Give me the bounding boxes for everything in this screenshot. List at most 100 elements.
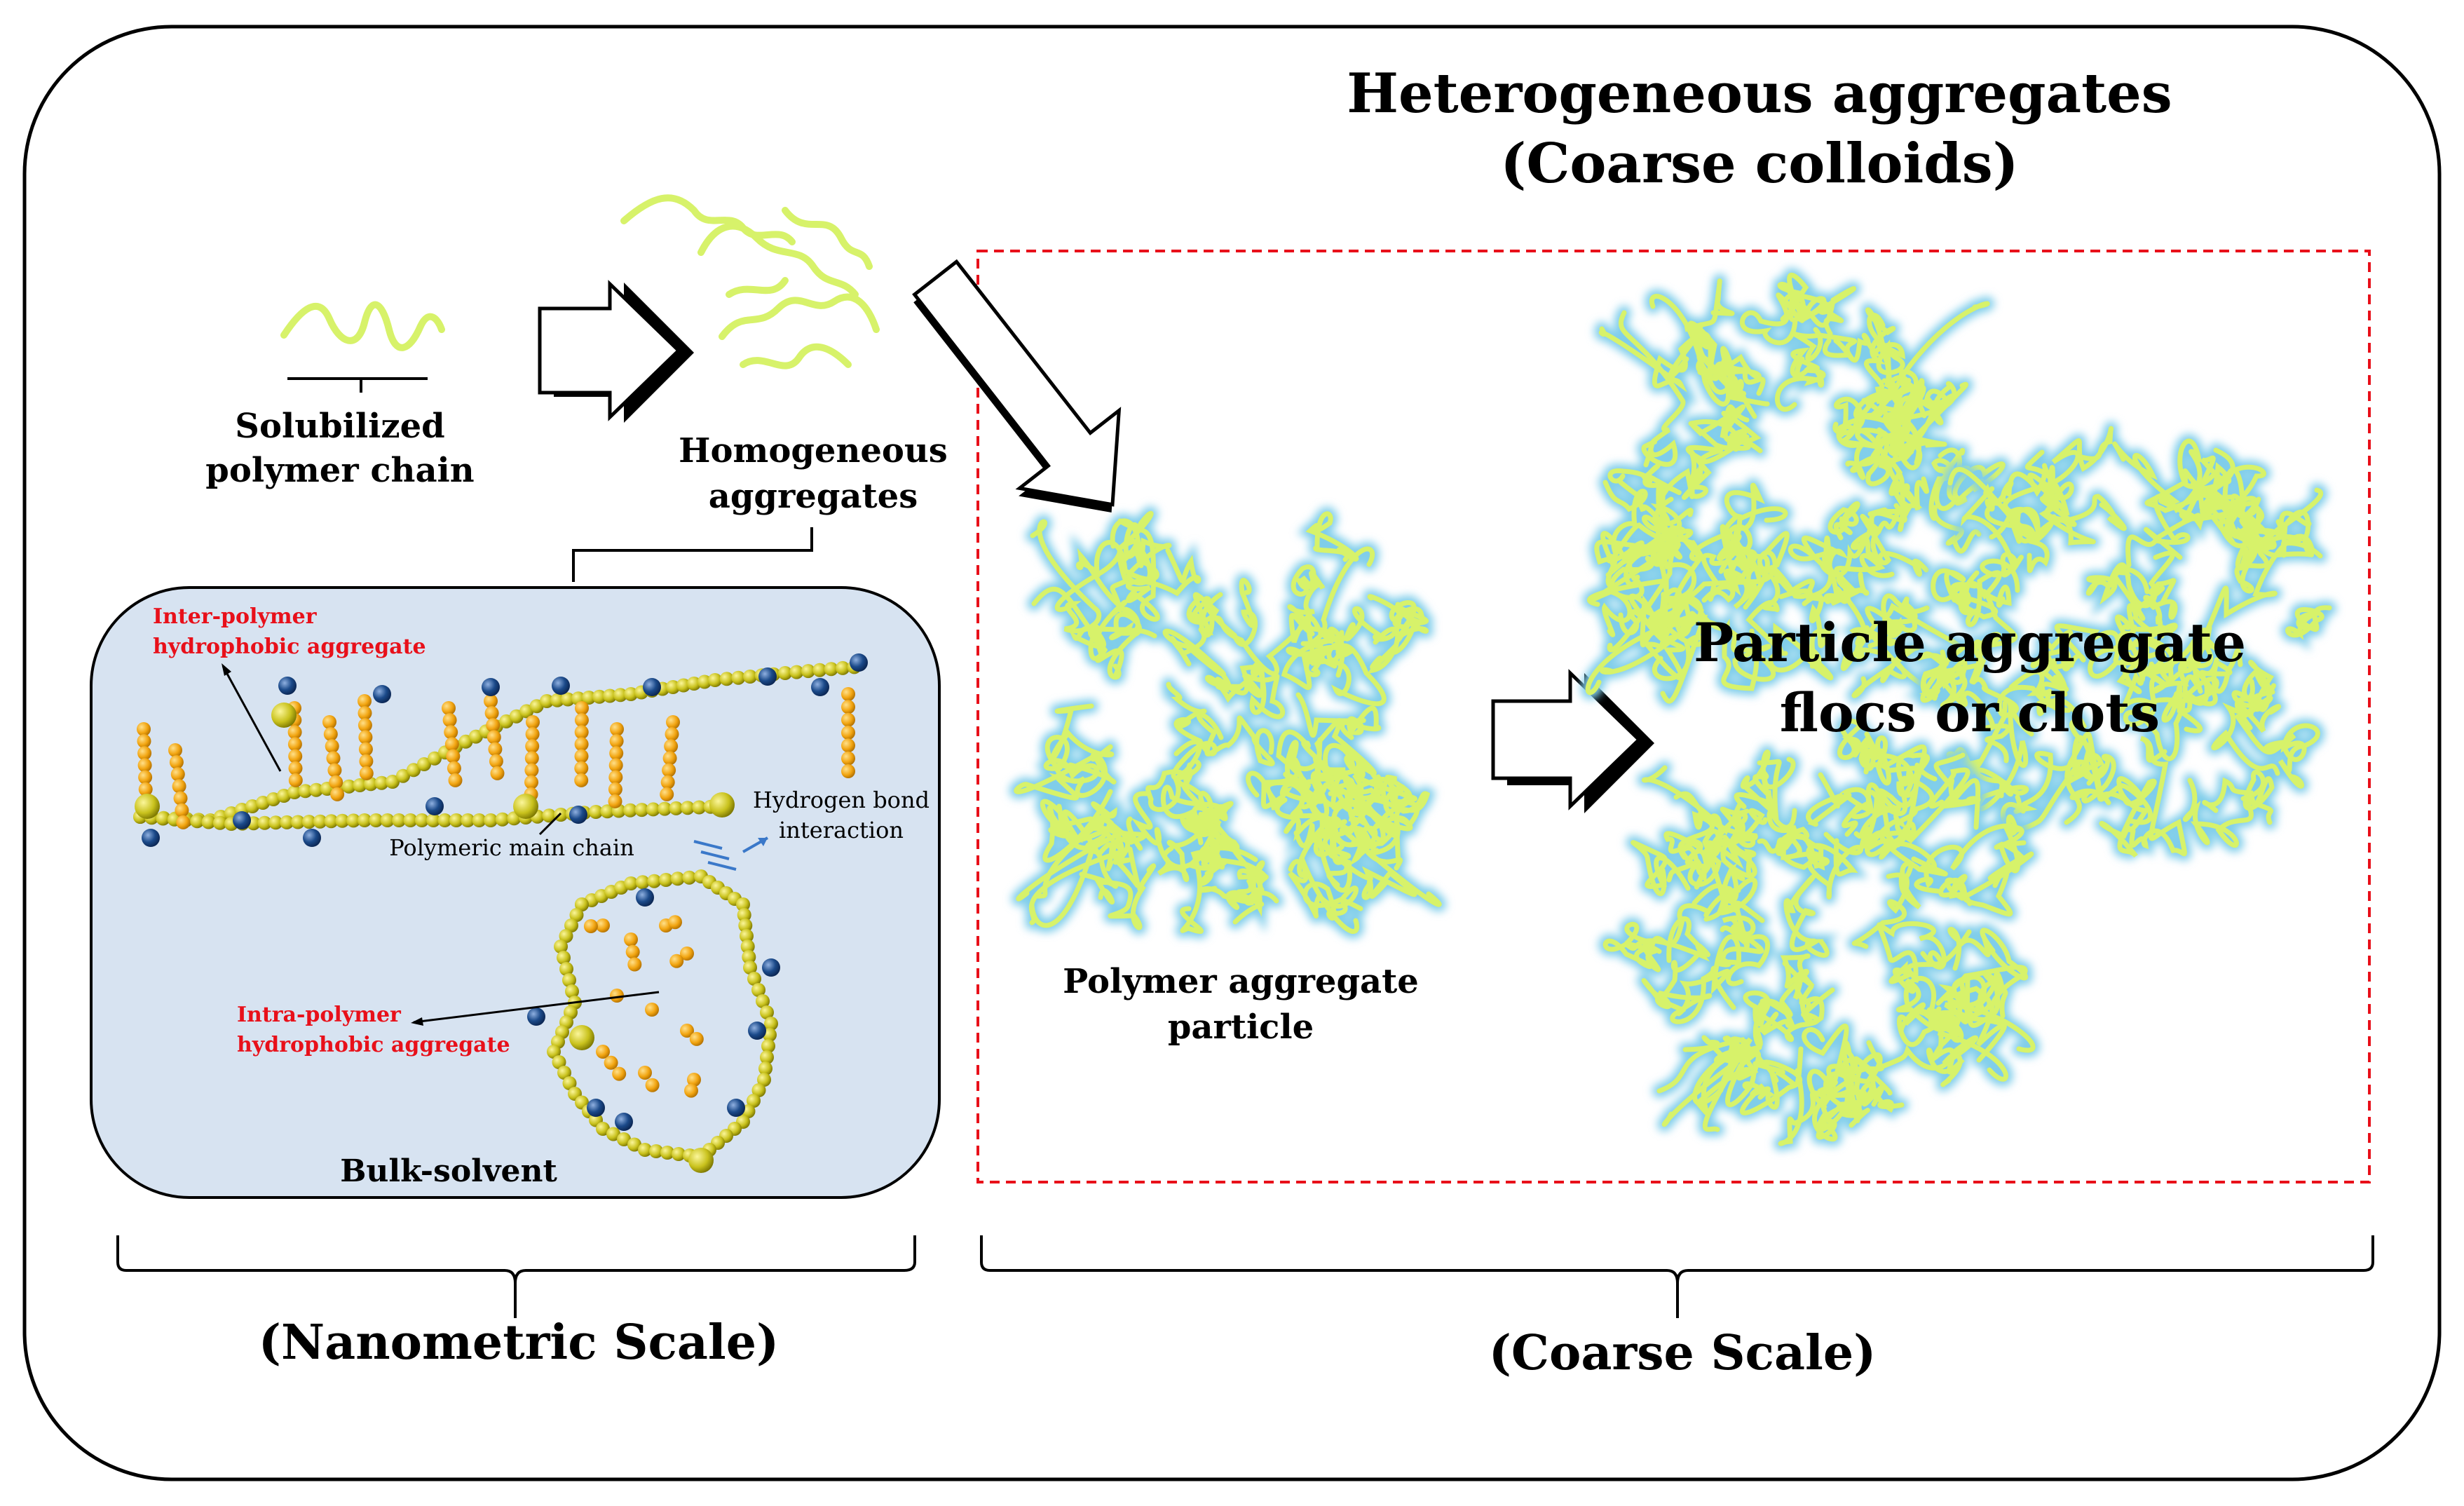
aggregate-bead <box>687 1073 701 1087</box>
main-chain-bead <box>660 1146 674 1160</box>
solubilized-chain <box>280 301 445 351</box>
aggregate-bead <box>624 932 638 947</box>
hydrophilic-bead <box>142 829 160 847</box>
main-chain-bead <box>801 664 815 679</box>
main-chain-bead <box>513 794 538 819</box>
aggregate-bead <box>668 915 682 930</box>
main-chain-bead <box>763 1028 777 1042</box>
intra-polymer-label-1: Intra-polymer <box>237 1003 401 1027</box>
main-chain-bead <box>670 871 685 886</box>
aggregate-bead <box>645 1078 660 1092</box>
aggregate-bead <box>447 761 461 775</box>
aggregate-bead <box>841 764 855 778</box>
aggregate-bead <box>669 954 684 968</box>
aggregate-bead <box>609 746 624 761</box>
main-chain-bead <box>341 779 356 794</box>
hydrophilic-bead <box>850 653 868 672</box>
aggregate-bead <box>610 722 624 736</box>
particle-label-2: particle <box>1167 1008 1314 1047</box>
hydrophilic-bead <box>615 1113 633 1131</box>
main-chain-bead <box>287 785 301 799</box>
floc-top-chains <box>1585 272 2006 704</box>
aggregate-bead <box>327 763 342 778</box>
aggregate-bead <box>524 751 539 766</box>
floc-bottom-chains <box>1602 718 2036 1146</box>
aggregate-bead <box>137 722 151 736</box>
main-chain-bead <box>708 673 722 687</box>
hydrophilic-bead <box>758 667 777 686</box>
main-chain-bead <box>414 813 429 827</box>
aggregate-bead <box>680 1024 694 1038</box>
hydrophilic-bead <box>482 678 500 696</box>
main-chain-bead <box>606 1127 620 1141</box>
main-chain-bead <box>569 1025 594 1050</box>
main-chain-bead <box>659 873 673 887</box>
main-chain-bead <box>688 1148 714 1173</box>
main-chain-bead <box>550 693 564 707</box>
aggregate-bead <box>574 737 589 752</box>
aggregate-bead <box>574 773 589 787</box>
aggregate-bead <box>173 791 188 806</box>
main-chain-bead <box>201 815 216 829</box>
main-chain-bead <box>778 666 792 680</box>
main-chain-bead <box>291 815 305 829</box>
outer-frame <box>22 25 2442 1481</box>
main-chain-bead <box>403 813 418 827</box>
aggregate-bead <box>288 749 303 764</box>
hydrophilic-bead <box>373 685 391 703</box>
hydrophilic-bead <box>643 678 661 696</box>
main-chain-bead <box>649 1144 663 1158</box>
aggregate-bead <box>660 775 675 789</box>
main-chain-bead <box>743 961 757 975</box>
main-chain-bead <box>658 801 672 816</box>
main-chain-bead <box>540 694 554 708</box>
main-chain-bead <box>596 1122 610 1136</box>
hydrogen-bond-label-2: interaction <box>779 817 904 843</box>
hydrophilic-bead <box>426 797 444 815</box>
hydrophilic-bead <box>636 888 654 907</box>
main-chain-bead <box>747 972 761 986</box>
main-chain-bead <box>353 778 367 792</box>
main-chain-bead <box>824 662 838 677</box>
main-chain-bead <box>542 808 557 823</box>
main-chain-bead <box>565 984 579 998</box>
main-chain-bead <box>638 1143 652 1157</box>
main-chain-bead <box>751 1083 766 1097</box>
main-chain-bead <box>669 801 683 815</box>
main-chain-bead <box>647 874 662 888</box>
aggregate-bead <box>287 725 302 740</box>
aggregate-bead <box>574 749 589 764</box>
main-chain-bead <box>740 929 754 943</box>
main-chain-bead <box>836 660 850 675</box>
main-chain-bead <box>358 813 372 827</box>
main-chain-bead <box>623 803 638 818</box>
main-chain-bead <box>268 815 283 830</box>
aggregate-bead <box>326 751 341 766</box>
hydrogen-bond-icon <box>693 836 768 871</box>
flocs-label-2: flocs or clots <box>1779 681 2160 744</box>
aggregate-bead <box>604 1055 618 1070</box>
aggregate-bead <box>175 803 189 818</box>
aggregate-bead <box>325 739 339 754</box>
arrow-right-2 <box>1491 669 1654 813</box>
arrow-right-1 <box>538 280 694 423</box>
aggregate-bead <box>841 712 855 727</box>
main-chain-bead <box>676 678 690 693</box>
inter-polymer-label-2: hydrophobic aggregate <box>153 635 426 659</box>
aggregate-bead <box>638 1066 652 1080</box>
main-chain-bead <box>742 950 756 964</box>
main-chain-bead <box>426 813 441 827</box>
main-chain-bead <box>709 792 735 818</box>
aggregate-bead <box>574 725 589 740</box>
main-chain-bead <box>592 689 606 704</box>
polymer-molecule-drawing <box>133 653 868 1173</box>
nanometric-bracket <box>116 1235 916 1318</box>
aggregate-bead <box>358 694 372 708</box>
intra-polymer-label-2: hydrophobic aggregate <box>237 1033 510 1057</box>
homogeneous-label-1: Homogeneous <box>679 431 948 470</box>
main-chain-bead <box>634 803 649 818</box>
main-chain-bead <box>484 813 498 827</box>
solubilized-bracket <box>287 377 428 393</box>
aggregate-bead <box>330 787 345 801</box>
